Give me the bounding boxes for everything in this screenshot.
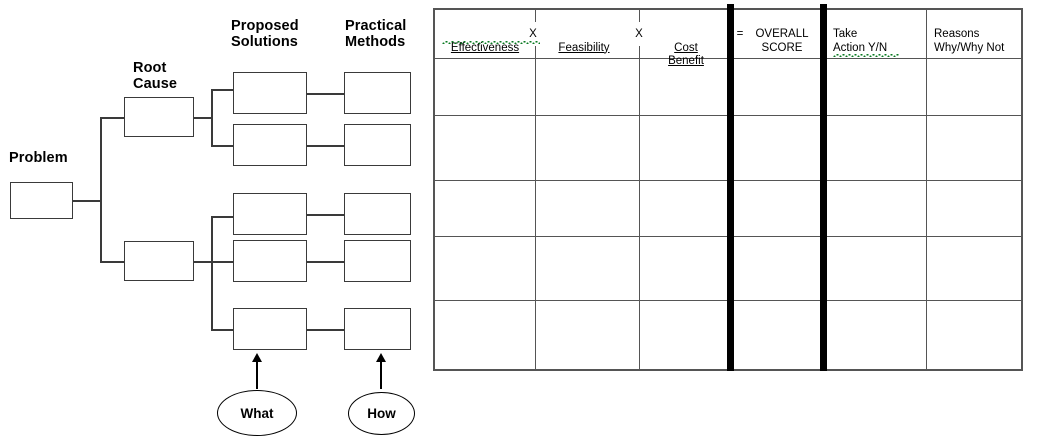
connector-solution-4-to-method-4 bbox=[307, 261, 344, 263]
proposed-solution-box-1[interactable] bbox=[233, 72, 307, 114]
table-cell[interactable] bbox=[641, 300, 727, 370]
table-cell[interactable] bbox=[435, 300, 535, 370]
callout-what-label: What bbox=[240, 405, 274, 421]
practical-method-box-1[interactable] bbox=[344, 72, 411, 114]
table-cell[interactable] bbox=[827, 236, 926, 300]
header-effectiveness-label: Effectiveness bbox=[450, 41, 520, 54]
connector-bus-lower-to-solution-4 bbox=[194, 261, 233, 263]
table-cell[interactable] bbox=[928, 236, 1021, 300]
heading-practical-methods: Practical Methods bbox=[345, 18, 407, 50]
connector-solution-2-to-method-2 bbox=[307, 145, 344, 147]
table-cell[interactable] bbox=[641, 180, 727, 236]
proposed-solution-box-4[interactable] bbox=[233, 240, 307, 282]
thick-separator-before-overall-score bbox=[727, 4, 734, 371]
how-arrow-shaft bbox=[380, 361, 382, 389]
header-operator-effectiveness: X bbox=[529, 28, 537, 40]
table-cell[interactable] bbox=[928, 300, 1021, 370]
table-cell[interactable] bbox=[827, 180, 926, 236]
thick-separator-after-overall-score bbox=[820, 4, 827, 371]
header-cost-benefit-label: Cost Benefit bbox=[668, 41, 704, 68]
header-divider-tick bbox=[639, 9, 641, 22]
table-body bbox=[433, 58, 1023, 371]
header-operator-cost-benefit: = bbox=[736, 28, 744, 40]
heading-proposed-solutions: Proposed Solutions bbox=[231, 18, 299, 50]
connector-solution-3-to-method-3 bbox=[307, 214, 344, 216]
decision-matrix-table: Effectiveness X Feasibility X Cost Benef… bbox=[433, 4, 1023, 371]
branch-bus-lower bbox=[211, 216, 213, 330]
practical-method-box-3[interactable] bbox=[344, 193, 411, 235]
table-cell[interactable] bbox=[928, 180, 1021, 236]
callout-how[interactable]: How bbox=[348, 392, 415, 435]
problem-box[interactable] bbox=[10, 182, 73, 219]
table-border-right bbox=[1021, 8, 1023, 371]
table-cell[interactable] bbox=[641, 236, 727, 300]
table-cell[interactable] bbox=[537, 115, 639, 180]
root-cause-tree: Proposed Solutions Practical Methods Roo… bbox=[0, 0, 430, 439]
table-cell[interactable] bbox=[537, 58, 639, 115]
proposed-solution-box-5[interactable] bbox=[233, 308, 307, 350]
table-cell[interactable] bbox=[641, 58, 727, 115]
header-take-action: Take Action Y/N bbox=[833, 28, 888, 54]
callout-what[interactable]: What bbox=[217, 390, 297, 436]
connector-trunk-to-rootcause-1 bbox=[100, 117, 124, 119]
table-border-left bbox=[433, 8, 435, 371]
header-feasibility-label: Feasibility bbox=[558, 41, 610, 54]
header-feasibility: Feasibility bbox=[545, 28, 623, 55]
connector-problem-to-trunk bbox=[73, 200, 100, 202]
table-column-separator-header-solid bbox=[926, 9, 928, 58]
connector-trunk-vertical bbox=[100, 117, 102, 262]
table-cell[interactable] bbox=[435, 180, 535, 236]
root-cause-box-2[interactable] bbox=[124, 241, 194, 281]
table-cell[interactable] bbox=[734, 300, 820, 370]
table-cell[interactable] bbox=[734, 236, 820, 300]
table-cell[interactable] bbox=[641, 115, 727, 180]
header-divider-tick bbox=[535, 46, 537, 58]
connector-solution-1-to-method-1 bbox=[307, 93, 344, 95]
table-cell[interactable] bbox=[734, 180, 820, 236]
connector-bus-lower-to-solution-3 bbox=[211, 216, 233, 218]
table-cell[interactable] bbox=[734, 115, 820, 180]
table-column-separator bbox=[926, 58, 928, 371]
connector-bus-upper-to-solution-1 bbox=[211, 89, 233, 91]
connector-bus-lower-to-solution-5 bbox=[211, 329, 233, 331]
proposed-solution-box-3[interactable] bbox=[233, 193, 307, 235]
header-divider-tick bbox=[535, 9, 537, 22]
table-column-separator bbox=[639, 58, 641, 371]
header-effectiveness: Effectiveness bbox=[441, 28, 529, 55]
header-divider-tick bbox=[639, 46, 641, 58]
heading-root-cause: Root Cause bbox=[133, 60, 178, 92]
table-cell[interactable] bbox=[928, 58, 1021, 115]
table-cell[interactable] bbox=[827, 300, 926, 370]
header-reasons: Reasons Why/Why Not bbox=[934, 28, 1005, 54]
proposed-solution-box-2[interactable] bbox=[233, 124, 307, 166]
connector-bus-upper-to-solution-2 bbox=[211, 145, 233, 147]
what-arrow-shaft bbox=[256, 361, 258, 389]
table-cell[interactable] bbox=[827, 115, 926, 180]
table-column-separator bbox=[535, 58, 537, 371]
connector-solution-5-to-method-5 bbox=[307, 329, 344, 331]
practical-method-box-5[interactable] bbox=[344, 308, 411, 350]
table-cell[interactable] bbox=[435, 236, 535, 300]
table-cell[interactable] bbox=[537, 236, 639, 300]
table-cell[interactable] bbox=[435, 115, 535, 180]
callout-how-label: How bbox=[367, 406, 396, 421]
what-arrow-head bbox=[251, 353, 262, 362]
branch-bus-upper bbox=[211, 89, 213, 146]
header-operator-feasibility: X bbox=[635, 28, 643, 40]
heading-problem: Problem bbox=[9, 150, 68, 166]
table-cell[interactable] bbox=[537, 180, 639, 236]
practical-method-box-2[interactable] bbox=[344, 124, 411, 166]
root-cause-box-1[interactable] bbox=[124, 97, 194, 137]
table-cell[interactable] bbox=[928, 115, 1021, 180]
table-cell[interactable] bbox=[537, 300, 639, 370]
table-cell[interactable] bbox=[827, 58, 926, 115]
practical-method-box-4[interactable] bbox=[344, 240, 411, 282]
how-arrow-head bbox=[375, 353, 386, 362]
connector-trunk-to-rootcause-2 bbox=[100, 261, 124, 263]
table-cell[interactable] bbox=[734, 58, 820, 115]
header-overall-score: OVERALL SCORE bbox=[755, 28, 809, 54]
header-cost-benefit: Cost Benefit bbox=[648, 28, 724, 69]
connector-rootcause-1-out bbox=[194, 117, 212, 119]
table-cell[interactable] bbox=[435, 58, 535, 115]
